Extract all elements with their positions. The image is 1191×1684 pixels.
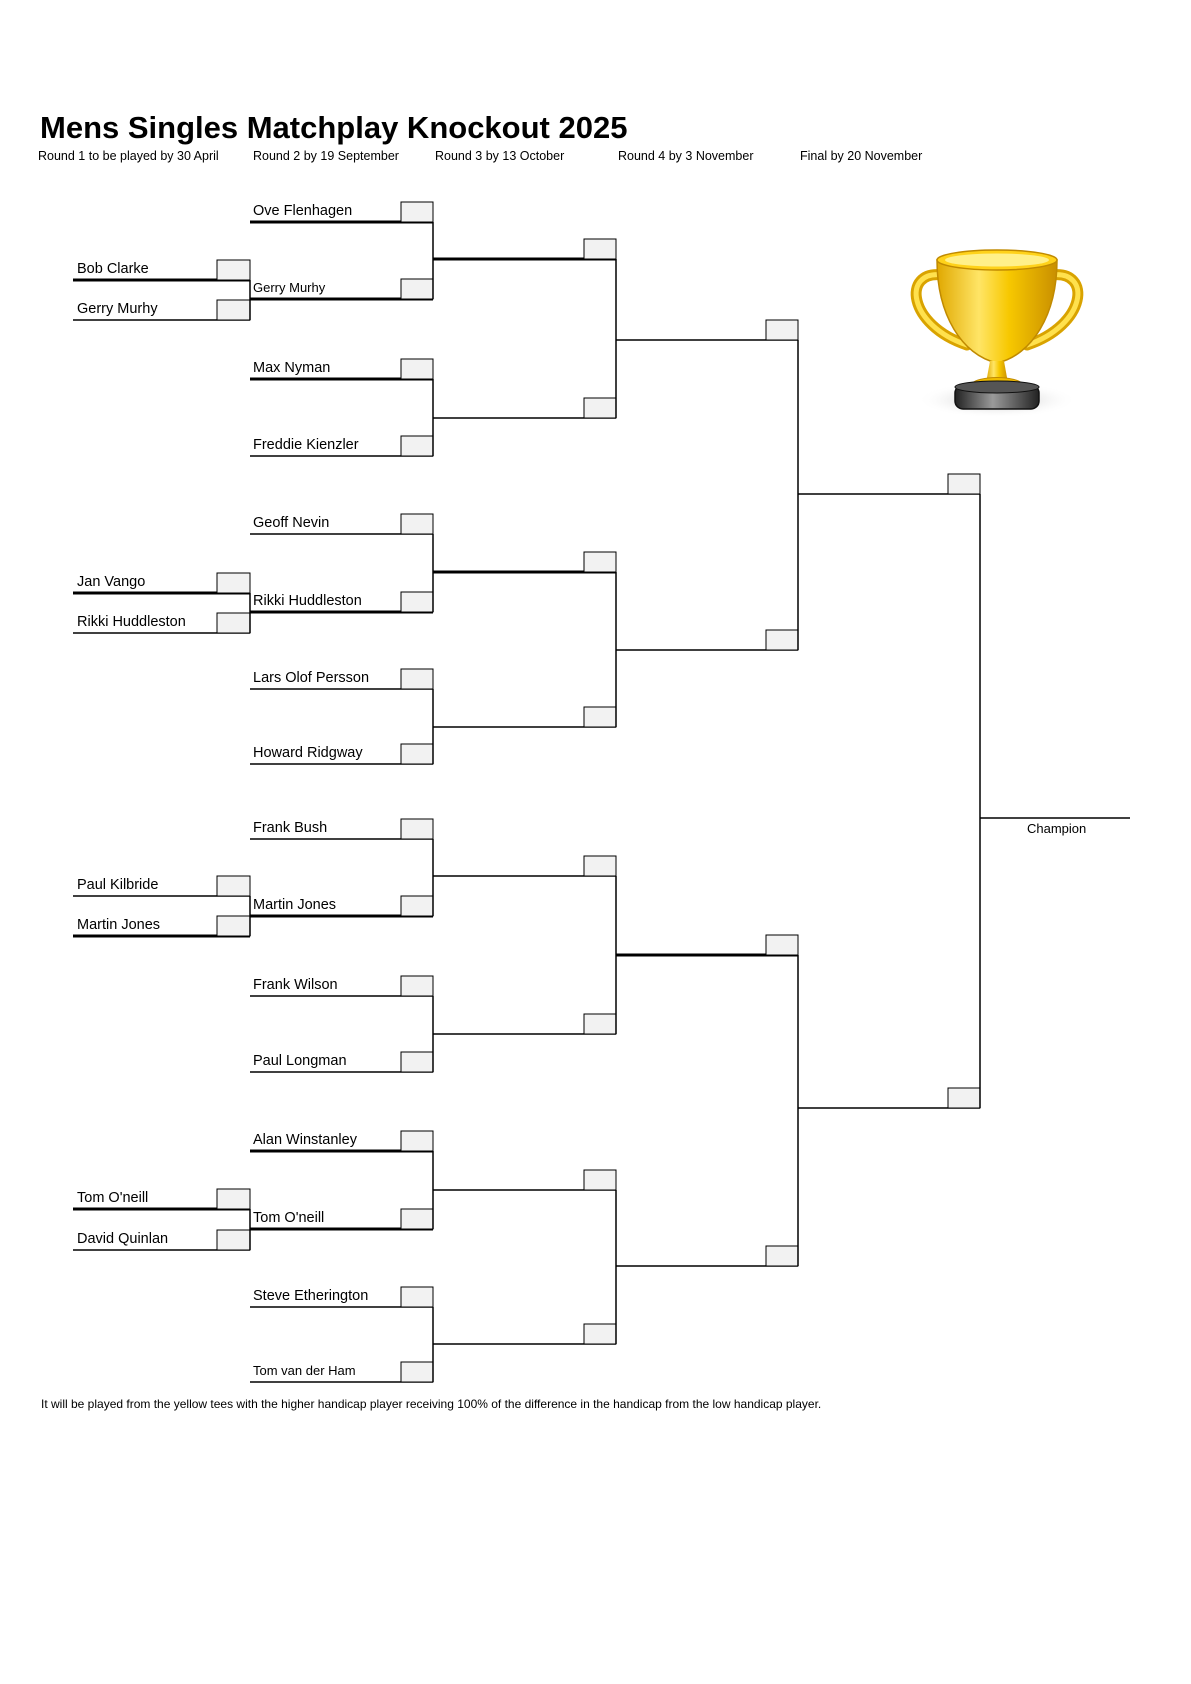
round2-player: Howard Ridgway [253,745,363,761]
score-box[interactable] [400,435,434,457]
score-box[interactable] [400,278,434,300]
round2-player: Gerry Murhy [253,280,326,295]
round2-player: Max Nyman [253,360,330,376]
score-box[interactable] [583,706,617,728]
round-3-column [433,238,617,1345]
score-box[interactable] [583,1169,617,1191]
score-box[interactable] [765,319,799,341]
round2-player: Geoff Nevin [253,515,329,531]
score-box[interactable] [583,551,617,573]
score-box[interactable] [947,1087,981,1109]
round1-player: Tom O'neill [77,1190,148,1206]
round1-player: Paul Kilbride [77,877,158,893]
round2-player: Paul Longman [253,1053,347,1069]
round2-player: Steve Etherington [253,1288,368,1304]
score-box[interactable] [583,397,617,419]
page-title: Mens Singles Matchplay Knockout 2025 [40,110,627,145]
score-box[interactable] [216,875,251,897]
round2-player: Lars Olof Persson [253,670,369,686]
score-box[interactable] [765,934,799,956]
round1-player: Bob Clarke [77,261,149,277]
score-box[interactable] [400,975,434,997]
round2-player: Tom O'neill [253,1210,324,1226]
score-box[interactable] [400,895,434,917]
score-box[interactable] [400,818,434,840]
gold-trophy-icon [910,249,1084,418]
rules-footnote: It will be played from the yellow tees w… [41,1397,821,1411]
round2-player: Rikki Huddleston [253,593,362,609]
score-box[interactable] [216,915,251,937]
round1-player: Gerry Murhy [77,301,158,317]
round-2-header: Round 2 by 19 September [253,149,399,163]
round1-player: Rikki Huddleston [77,614,186,630]
score-box[interactable] [400,1286,434,1308]
score-box[interactable] [216,612,251,634]
score-box[interactable] [583,1323,617,1345]
score-box[interactable] [216,299,251,321]
round-1-column: Bob Clarke Gerry Murhy Jan Vango Rikki H… [73,259,251,1251]
round-4-column [616,319,799,1267]
round-1-header: Round 1 to be played by 30 April [38,149,219,163]
score-box[interactable] [400,1361,434,1383]
score-box[interactable] [400,591,434,613]
round2-player: Frank Bush [253,820,327,836]
score-box[interactable] [400,1208,434,1230]
round2-player: Freddie Kienzler [253,437,359,453]
score-box[interactable] [583,238,617,260]
score-box[interactable] [583,855,617,877]
champion-label: Champion [1027,821,1086,836]
round-2-column: Ove Flenhagen Gerry Murhy Max Nyman Fred… [250,201,434,1383]
final-column [798,473,981,1109]
round2-player: Frank Wilson [253,977,338,993]
final-header: Final by 20 November [800,149,922,163]
round2-player: Martin Jones [253,897,336,913]
round2-player: Tom van der Ham [253,1363,356,1378]
score-box[interactable] [400,743,434,765]
score-box[interactable] [583,1013,617,1035]
score-box[interactable] [947,473,981,495]
score-box[interactable] [216,1188,251,1210]
round-headers: Round 1 to be played by 30 April Round 2… [38,149,922,163]
champion-slot: Champion [980,817,1130,836]
score-box[interactable] [400,668,434,690]
score-box[interactable] [216,1229,251,1251]
score-box[interactable] [216,259,251,281]
score-box[interactable] [216,572,251,594]
round1-player: David Quinlan [77,1231,168,1247]
score-box[interactable] [400,201,434,223]
score-box[interactable] [400,1051,434,1073]
score-box[interactable] [400,513,434,535]
round2-player: Ove Flenhagen [253,203,352,219]
score-box[interactable] [400,1130,434,1152]
score-box[interactable] [765,629,799,651]
round-4-header: Round 4 by 3 November [618,149,754,163]
round2-player: Alan Winstanley [253,1132,358,1148]
score-box[interactable] [400,358,434,380]
round-3-header: Round 3 by 13 October [435,149,564,163]
round1-player: Martin Jones [77,917,160,933]
round1-player: Jan Vango [77,574,145,590]
score-box[interactable] [765,1245,799,1267]
